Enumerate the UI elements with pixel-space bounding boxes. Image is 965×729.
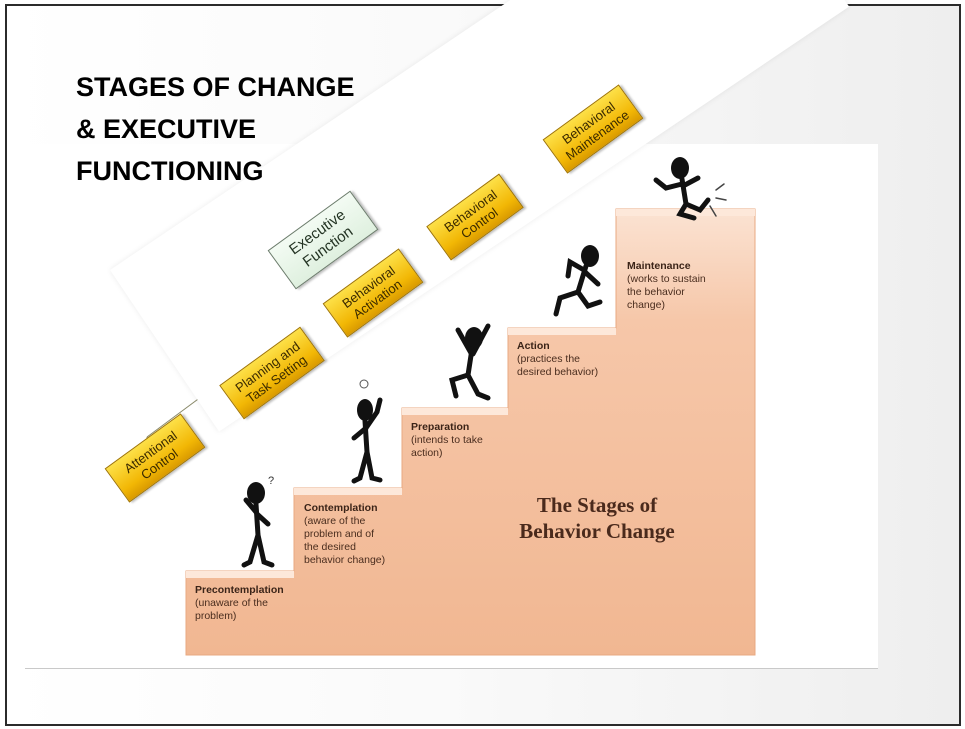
stage-description: (unaware of the problem) (195, 597, 268, 622)
figure-preparation (449, 323, 491, 401)
stage-name: Precontemplation (195, 584, 284, 596)
stage-name: Action (517, 340, 550, 352)
stage-action: Action (practices the desired behavior) (517, 340, 617, 379)
stage-name: Contemplation (304, 502, 378, 514)
slide-title: STAGES OF CHANGE & EXECUTIVE FUNCTIONING (76, 72, 355, 186)
stage-description: (aware of the problem and of the desired… (304, 515, 386, 566)
stage-description: (intends to take action) (411, 434, 483, 459)
stage-name: Maintenance (627, 260, 691, 272)
figure-precontemplation: ? (241, 475, 275, 568)
stage-maintenance: Maintenance (works to sustain the behavi… (627, 260, 731, 312)
stage-description: (works to sustain the behavior change) (627, 273, 706, 311)
stage-precontemplation: Precontemplation (unaware of the problem… (195, 584, 295, 623)
step-treads (186, 209, 755, 578)
stage-contemplation: Contemplation (aware of the problem and … (304, 502, 406, 567)
figure-action (553, 245, 603, 317)
svg-text:?: ? (268, 475, 274, 487)
stage-preparation: Preparation (intends to take action) (411, 421, 507, 460)
figure-maintenance (653, 157, 727, 221)
stages-diagram-title: The Stages of Behavior Change (519, 493, 675, 543)
figure-contemplation (351, 379, 383, 484)
stage-description: (practices the desired behavior) (517, 353, 599, 378)
stage-name: Preparation (411, 421, 470, 433)
